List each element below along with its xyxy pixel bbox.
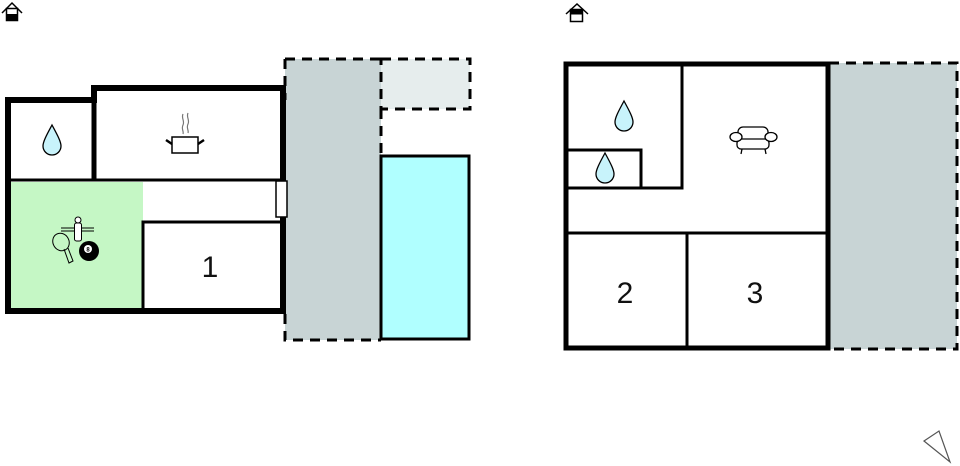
cooking-pot-icon	[165, 112, 205, 154]
door-element	[275, 180, 288, 218]
house-floor-upper-icon	[565, 2, 589, 23]
outdoor-area	[379, 57, 472, 155]
bedroom-3-label: 3	[746, 277, 764, 310]
ground-floor-walls	[5, 85, 286, 314]
svg-text:8: 8	[86, 248, 90, 254]
water-drop-icon	[614, 99, 634, 132]
water-drop-icon	[595, 151, 615, 184]
upper-floor-walls	[563, 61, 831, 351]
terrace-upper	[829, 61, 959, 351]
sofa-icon	[729, 126, 778, 155]
games-icon: 8	[52, 216, 99, 264]
bedroom-1-label: 1	[201, 251, 219, 284]
bedroom-2-label: 2	[616, 277, 634, 310]
activity-room	[10, 182, 143, 311]
terrace-ground	[283, 57, 381, 342]
water-drop-icon	[42, 123, 62, 156]
house-floor-ground-icon	[1, 1, 23, 22]
pool	[379, 154, 471, 341]
